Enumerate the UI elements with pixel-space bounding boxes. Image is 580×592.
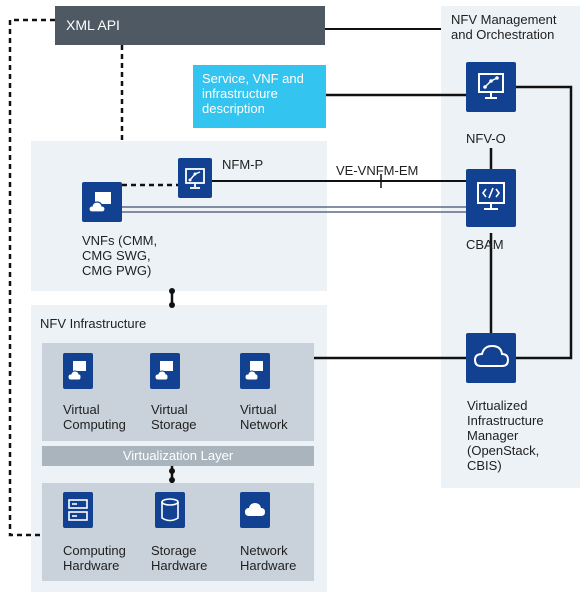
database-icon	[161, 498, 179, 522]
virtual-computing-line1: Virtual	[63, 402, 100, 417]
service-description-text: Service, VNF and infrastructure descript…	[202, 71, 304, 116]
virtualization-layer-label: Virtualization Layer	[122, 448, 234, 463]
vim-line1: Virtualized	[467, 398, 528, 413]
vnf-screen-cloud-icon	[244, 361, 263, 381]
vim-label: Virtualized Infrastructure Manager (Open…	[467, 398, 544, 473]
storage-hardware-line2: Hardware	[151, 558, 208, 573]
service-line3: description	[202, 101, 265, 116]
virtual-network-line2: Network	[240, 417, 288, 432]
nfv-o-icon-box[interactable]	[466, 62, 516, 112]
computing-hardware-line1: Computing	[63, 543, 126, 558]
service-line1: Service, VNF and	[202, 71, 304, 86]
virtual-storage-line2: Storage	[151, 417, 197, 432]
vnfs-line1: VNFs (CMM,	[82, 233, 158, 248]
nfm-p-icon-box[interactable]	[178, 158, 212, 198]
vim-line3: Manager	[467, 428, 519, 443]
vnf-screen-cloud-icon	[154, 361, 173, 381]
vnfs-label: VNFs (CMM, CMG SWG, CMG PWG)	[82, 233, 157, 278]
computing-hardware-icon-box[interactable]	[63, 492, 93, 528]
nfv-mano-title-line2: and Orchestration	[451, 27, 555, 42]
nfm-p-screen-icon	[185, 168, 205, 189]
virtual-network-icon-box[interactable]	[240, 353, 270, 389]
network-hardware-icon-box[interactable]	[240, 492, 270, 528]
network-hardware-label: Network Hardware	[240, 543, 296, 573]
vim-icon-box[interactable]	[466, 333, 516, 383]
storage-hardware-icon-box[interactable]	[155, 492, 185, 528]
interface-label: VE-VNFM-EM	[336, 163, 419, 178]
vnfs-icon-box[interactable]	[82, 182, 122, 222]
cbam-code-icon	[477, 182, 505, 210]
vnfs-line2: CMG SWG,	[82, 248, 151, 263]
virtual-computing-line2: Computing	[63, 417, 126, 432]
network-hardware-line2: Hardware	[240, 558, 297, 573]
computing-hardware-line2: Hardware	[63, 558, 120, 573]
service-line2: infrastructure	[202, 86, 278, 101]
nfv-mano-title: NFV Management and Orchestration	[451, 12, 579, 42]
vim-line5: CBIS)	[467, 458, 502, 473]
vim-line4: (OpenStack,	[467, 443, 540, 458]
vnfs-line3: CMG PWG)	[82, 263, 152, 278]
cbam-label: CBAM	[466, 237, 504, 252]
virtual-computing-icon-box[interactable]	[63, 353, 93, 389]
nfv-infrastructure-title: NFV Infrastructure	[40, 316, 147, 331]
computing-hardware-label: Computing Hardware	[63, 543, 126, 573]
network-hardware-line1: Network	[240, 543, 288, 558]
virtual-storage-label: Virtual Storage	[151, 402, 197, 432]
xml-api-box: XML API	[55, 6, 325, 45]
cloud-icon	[245, 503, 265, 516]
xml-api-label: XML API	[66, 17, 120, 33]
virtual-storage-icon-box[interactable]	[150, 353, 180, 389]
vnf-screen-cloud-icon	[67, 361, 86, 381]
nfv-o-workflow-icon	[478, 73, 504, 99]
virtualization-layer-bar: Virtualization Layer	[42, 446, 314, 466]
virtual-network-label: Virtual Network	[240, 402, 288, 432]
virtual-network-line1: Virtual	[240, 402, 277, 417]
server-icon	[68, 499, 88, 521]
nfv-mano-title-line1: NFV Management	[451, 12, 557, 27]
nfm-p-label: NFM-P	[222, 157, 264, 172]
virtual-storage-line1: Virtual	[151, 402, 188, 417]
vim-line2: Infrastructure	[467, 413, 544, 428]
storage-hardware-line1: Storage	[151, 543, 197, 558]
nfv-o-label: NFV-O	[466, 131, 506, 146]
service-description-box: Service, VNF and infrastructure descript…	[193, 65, 326, 128]
storage-hardware-label: Storage Hardware	[151, 543, 207, 573]
virtual-computing-label: Virtual Computing	[63, 402, 126, 432]
vnf-screen-cloud-icon	[88, 192, 111, 213]
cbam-icon-box[interactable]	[466, 169, 516, 227]
cloud-icon	[473, 344, 510, 367]
